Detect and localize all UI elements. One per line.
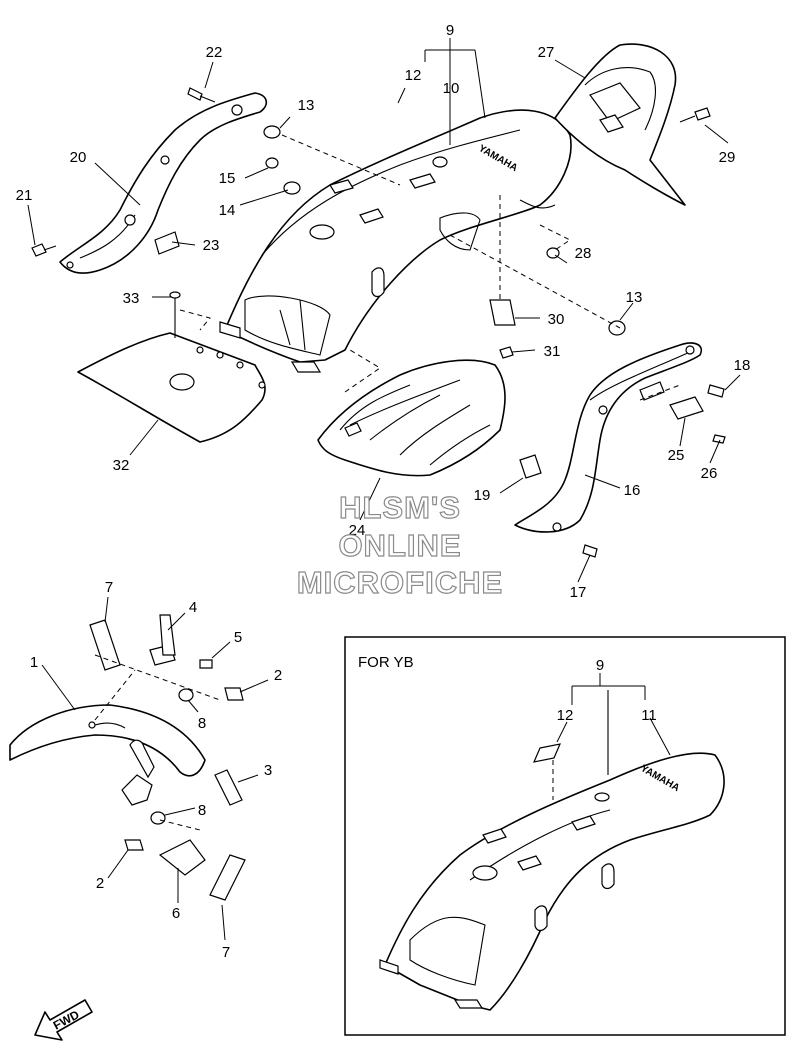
- assembly-lines: [179, 134, 681, 401]
- callout-26: 26: [701, 465, 718, 482]
- callout-17: 17: [570, 584, 587, 601]
- side-stay-left: [59, 92, 268, 274]
- callout-19: 19: [474, 487, 491, 504]
- callout-7-top: 7: [105, 579, 113, 596]
- inset-frame: [344, 636, 786, 1036]
- mud-flap: [77, 332, 266, 443]
- callout-22: 22: [206, 44, 223, 61]
- callout-18: 18: [734, 357, 751, 374]
- watermark-line3: MICROFICHE: [297, 565, 503, 600]
- callout-13: 13: [298, 97, 315, 114]
- callout-9-inset: 9: [596, 657, 604, 674]
- callout-32: 32: [113, 457, 130, 474]
- callout-3: 3: [264, 762, 272, 779]
- callout-31: 31: [544, 343, 561, 360]
- callout-2-top: 2: [274, 667, 282, 684]
- callout-5: 5: [234, 629, 242, 646]
- inner-fender: [317, 359, 506, 477]
- callout-23: 23: [203, 237, 220, 254]
- rear-fender: YAMAHA: [219, 109, 572, 373]
- tail-light-bracket: [554, 43, 686, 206]
- callout-24: 24: [349, 522, 366, 539]
- callout-27: 27: [538, 44, 555, 61]
- front-fender: [9, 614, 246, 901]
- inset-title: FOR YB: [358, 654, 414, 671]
- callout-6: 6: [172, 905, 180, 922]
- callout-12: 12: [405, 67, 422, 84]
- watermark: HLSM'S ONLINE MICROFICHE: [296, 489, 503, 600]
- yb-variant-inset: YAMAHA FOR YB: [344, 636, 786, 1036]
- callout-12-inset: 12: [557, 707, 574, 724]
- callout-30: 30: [548, 311, 565, 328]
- callout-numbers: 9 10 12 27 22 13 20 15 14 21 23 29 28 33…: [16, 22, 751, 961]
- callout-28: 28: [575, 245, 592, 262]
- callout-25: 25: [668, 447, 685, 464]
- fasteners: [31, 87, 726, 558]
- callout-8-top: 8: [198, 715, 206, 732]
- callout-16: 16: [624, 482, 641, 499]
- callout-4: 4: [189, 599, 197, 616]
- callout-33: 33: [123, 290, 140, 307]
- callout-21: 21: [16, 187, 33, 204]
- leader-lines: [27, 38, 741, 941]
- callout-9: 9: [446, 22, 454, 39]
- callout-1: 1: [30, 654, 38, 671]
- watermark-line1: HLSM'S: [339, 490, 461, 525]
- callout-11: 11: [641, 707, 657, 724]
- side-stay-right: [514, 342, 702, 533]
- callout-20: 20: [70, 149, 87, 166]
- callout-15: 15: [219, 170, 236, 187]
- callout-29: 29: [719, 149, 736, 166]
- callout-8-bot: 8: [198, 802, 206, 819]
- callout-10: 10: [443, 80, 460, 97]
- callout-14: 14: [219, 202, 236, 219]
- forward-arrow: FWD: [34, 999, 93, 1041]
- watermark-line2: ONLINE: [338, 528, 461, 563]
- callout-2-bot: 2: [96, 875, 104, 892]
- callout-7-bot: 7: [222, 944, 230, 961]
- callout-13-mid: 13: [626, 289, 643, 306]
